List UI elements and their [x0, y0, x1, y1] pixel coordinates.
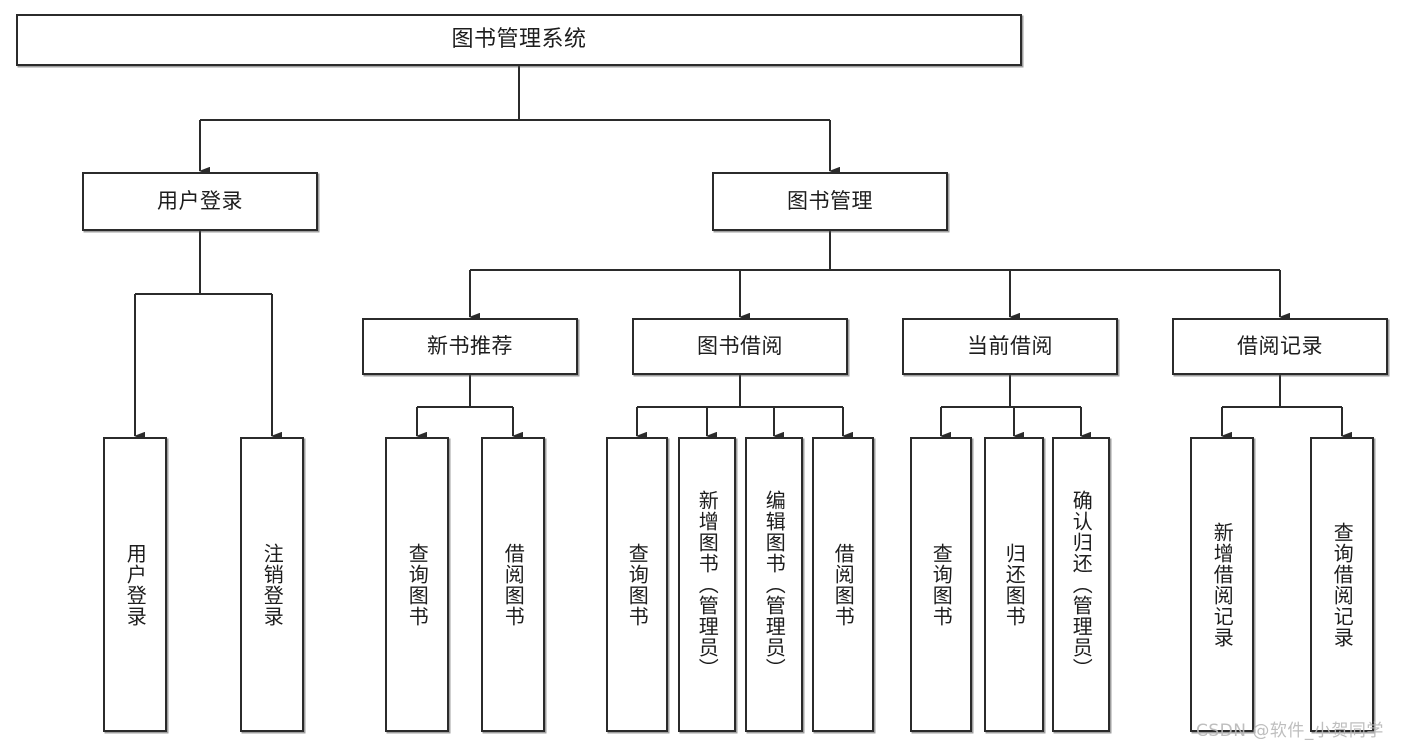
- node-label: 图书管理系统: [451, 27, 587, 53]
- node-n-borrow[interactable]: 借阅图书: [481, 437, 545, 732]
- node-label: 借阅图书: [501, 542, 526, 627]
- connector-edges: [133, 66, 1352, 441]
- node-label: 图书借阅: [697, 334, 783, 359]
- node-b-add[interactable]: 新增图书（管理员）: [678, 437, 736, 732]
- node-label: 用户登录: [157, 189, 243, 214]
- node-b-borrow[interactable]: 借阅图书: [812, 437, 874, 732]
- node-root[interactable]: 图书管理系统: [16, 14, 1022, 66]
- node-r-query[interactable]: 查询借阅记录: [1310, 437, 1374, 732]
- node-c-query[interactable]: 查询图书: [910, 437, 972, 732]
- node-label: 编辑图书（管理员）: [762, 490, 787, 679]
- node-bookmgmt[interactable]: 图书管理: [712, 172, 948, 231]
- node-records[interactable]: 借阅记录: [1172, 318, 1388, 375]
- csdn-watermark: CSDN @软件_小贺同学: [1196, 721, 1384, 741]
- node-b-edit[interactable]: 编辑图书（管理员）: [745, 437, 803, 732]
- node-borrow[interactable]: 图书借阅: [632, 318, 848, 375]
- node-label: 查询图书: [625, 542, 650, 627]
- node-label: 借阅图书: [831, 542, 856, 627]
- node-r-add[interactable]: 新增借阅记录: [1190, 437, 1254, 732]
- node-label: 注销登录: [260, 542, 285, 627]
- node-newbook[interactable]: 新书推荐: [362, 318, 578, 375]
- node-label: 新增借阅记录: [1210, 521, 1235, 648]
- node-label: 借阅记录: [1237, 334, 1323, 359]
- node-label: 查询图书: [405, 542, 430, 627]
- node-label: 归还图书: [1002, 542, 1027, 627]
- node-l-login[interactable]: 用户登录: [103, 437, 167, 732]
- node-label: 新增图书（管理员）: [695, 490, 720, 679]
- node-c-confirm[interactable]: 确认归还（管理员）: [1052, 437, 1110, 732]
- node-label: 当前借阅: [967, 334, 1053, 359]
- node-label: 确认归还（管理员）: [1069, 490, 1094, 679]
- node-b-query[interactable]: 查询图书: [606, 437, 668, 732]
- node-label: 查询借阅记录: [1330, 521, 1355, 648]
- node-label: 用户登录: [123, 542, 148, 627]
- node-login[interactable]: 用户登录: [82, 172, 318, 231]
- node-c-return[interactable]: 归还图书: [984, 437, 1044, 732]
- node-label: 图书管理: [787, 189, 873, 214]
- node-label: 新书推荐: [427, 334, 513, 359]
- node-current[interactable]: 当前借阅: [902, 318, 1118, 375]
- node-label: 查询图书: [929, 542, 954, 627]
- node-n-query[interactable]: 查询图书: [385, 437, 449, 732]
- node-l-logout[interactable]: 注销登录: [240, 437, 304, 732]
